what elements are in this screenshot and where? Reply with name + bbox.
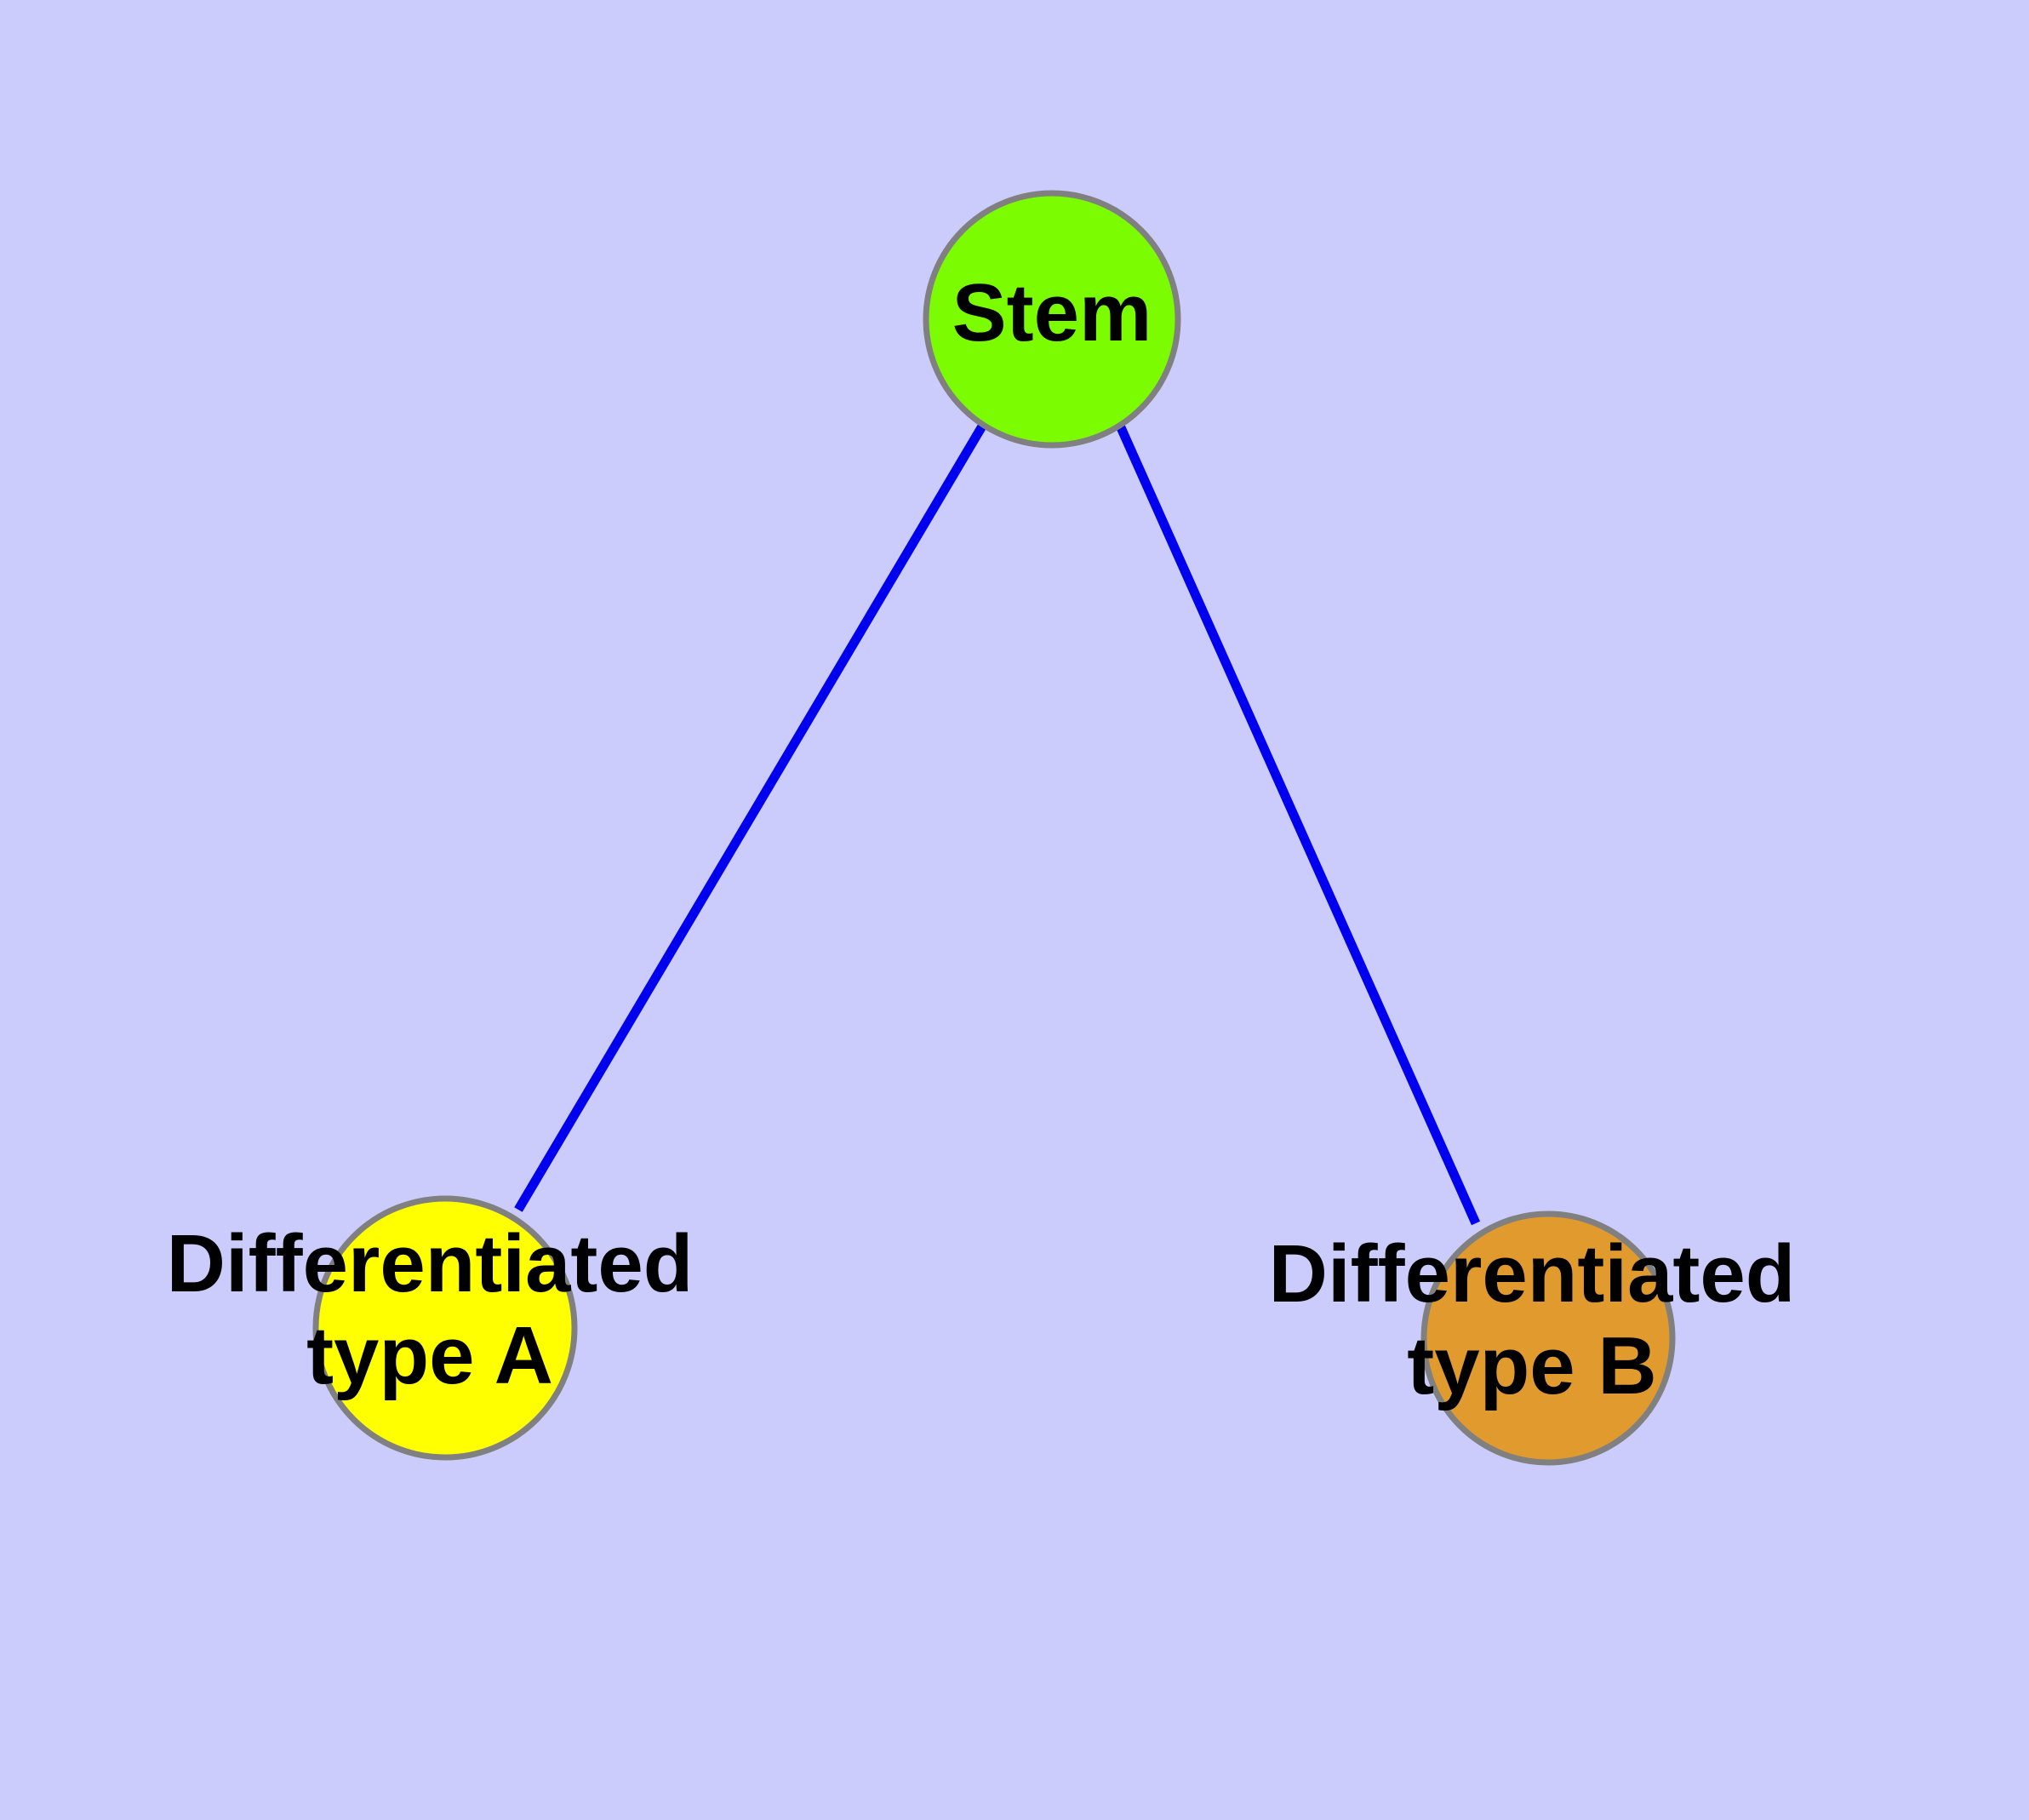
node-label-line: Differentiated	[1269, 1228, 1796, 1319]
edges-layer	[514, 422, 1481, 1226]
node-label-line: type A	[306, 1310, 553, 1401]
edge-stem-to-diff-b[interactable]	[1115, 423, 1481, 1226]
node-circle-stem[interactable]	[923, 190, 1181, 449]
node-label-line: Differentiated	[167, 1218, 694, 1309]
node-circle-diff-a[interactable]	[312, 1195, 578, 1461]
node-circle-diff-b[interactable]	[1420, 1210, 1676, 1466]
edge-stem-to-diff-a[interactable]	[514, 422, 987, 1212]
node-label-line: type B	[1407, 1320, 1656, 1411]
node-label-stem: Stem	[952, 267, 1152, 358]
nodes-layer	[312, 190, 1676, 1466]
node-label-line: Stem	[952, 267, 1152, 358]
